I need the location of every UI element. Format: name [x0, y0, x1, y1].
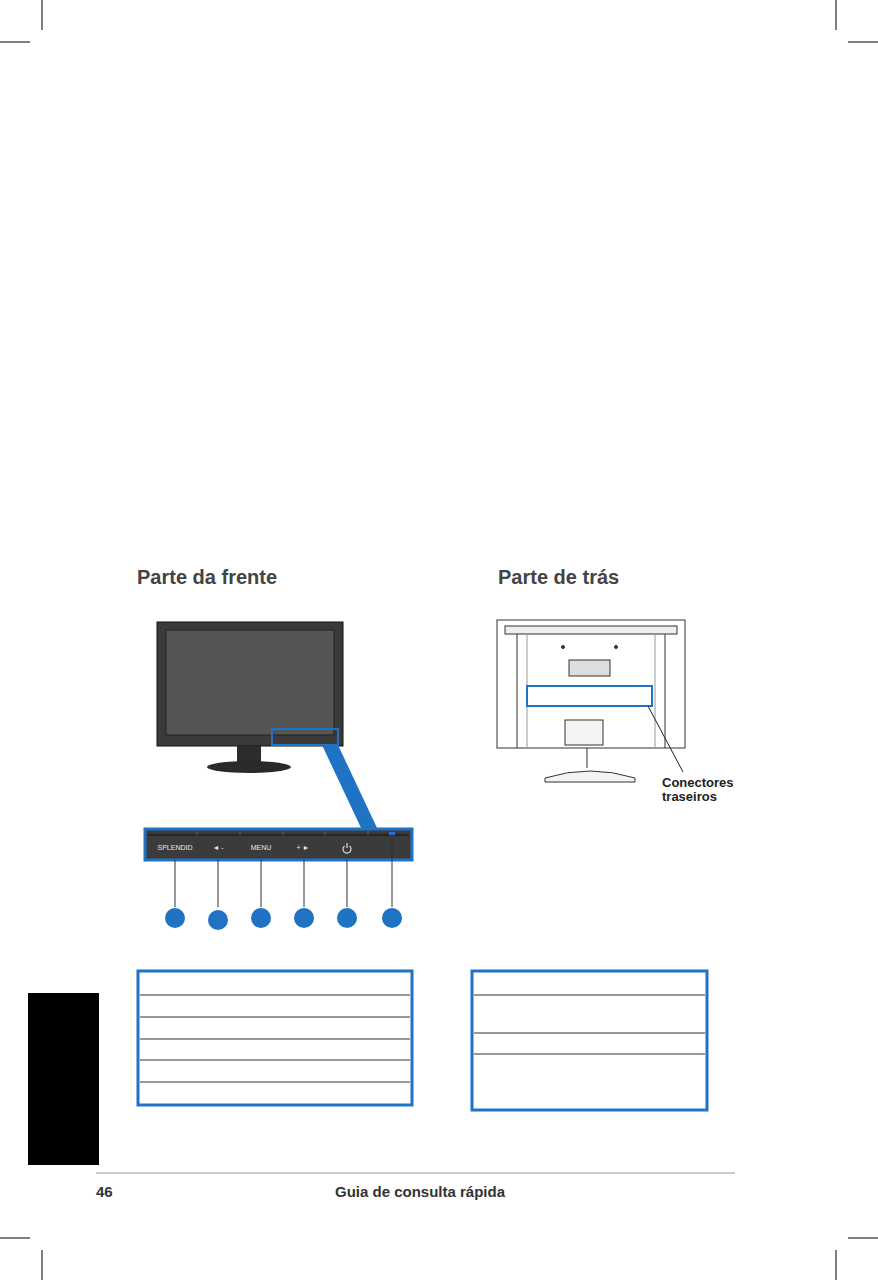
callout-label: Conectores traseiros	[662, 776, 742, 805]
section-heading: Parte da frente	[137, 566, 277, 588]
power-symbol	[343, 843, 351, 853]
front-monitor	[157, 622, 378, 830]
button-label: ◄ -	[212, 844, 223, 852]
page-number: 46	[96, 1184, 113, 1201]
footer-rule	[96, 1173, 735, 1174]
button-label: SPLENDID	[157, 844, 192, 852]
button-label: MENU	[251, 844, 272, 852]
back-monitor	[497, 620, 685, 782]
table-rows	[140, 995, 705, 1082]
callout-leaders	[175, 840, 392, 907]
table-frames	[138, 971, 707, 1110]
language-tab	[28, 993, 99, 1165]
button-strip	[145, 829, 412, 860]
footer-title: Guia de consulta rápida	[335, 1184, 505, 1201]
callout-circles	[165, 908, 402, 930]
button-label: + ►	[297, 844, 310, 852]
section-heading: Parte de trás	[498, 566, 619, 588]
